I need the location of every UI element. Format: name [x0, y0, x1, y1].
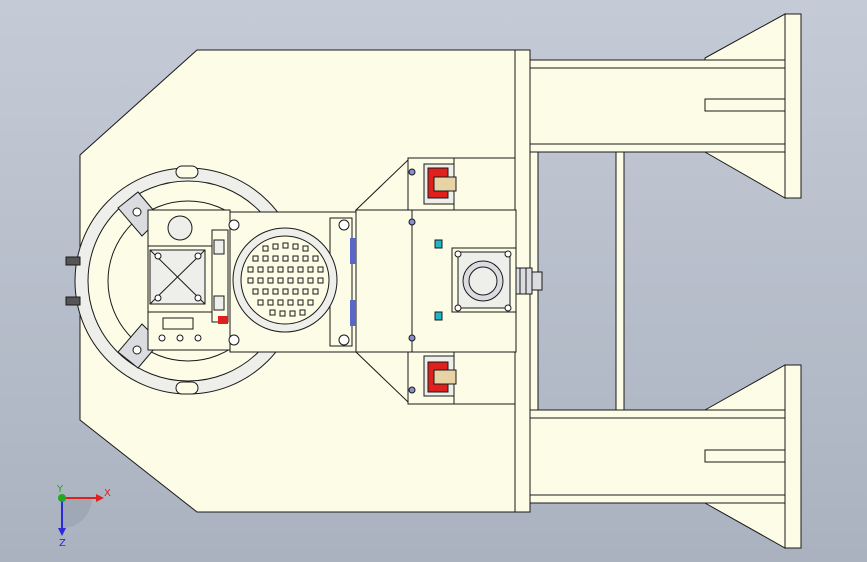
upper-post — [784, 13, 802, 199]
support-frame[interactable] — [529, 13, 802, 549]
cylinder-block[interactable] — [451, 247, 543, 313]
upper-slot — [704, 98, 786, 112]
axis-y-label: Y — [56, 484, 64, 495]
axis-y-dot — [58, 494, 66, 502]
clamp-body[interactable] — [147, 209, 231, 351]
motor-vent-grid — [247, 242, 324, 317]
link-bar-right — [615, 151, 625, 411]
cyan-marker-top — [434, 239, 443, 249]
axis-x-label: X — [104, 488, 111, 499]
clamp-pin — [167, 215, 193, 241]
side-screws — [65, 256, 81, 306]
carriage-wedge-bottom — [354, 351, 409, 404]
coordinate-triad: X Y Z — [56, 484, 111, 549]
motor-assembly[interactable] — [228, 211, 357, 353]
pneumatic-fitting — [515, 267, 533, 295]
cyan-marker-bottom — [434, 311, 443, 321]
lower-post — [784, 364, 802, 549]
carriage-wedge-top — [354, 158, 409, 211]
lower-slot — [704, 449, 786, 463]
axis-z-label: Z — [59, 538, 66, 549]
